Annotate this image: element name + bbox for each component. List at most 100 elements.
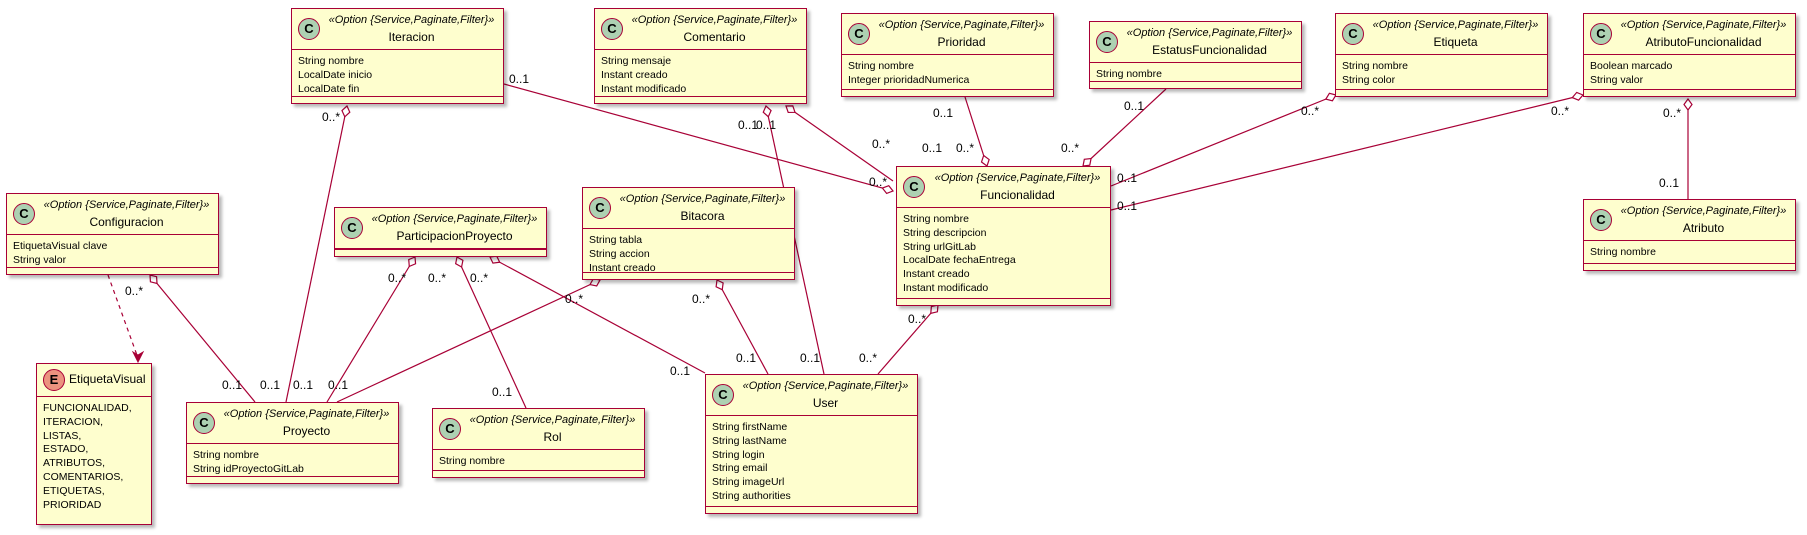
class-attribute: PRIORIDAD xyxy=(43,498,102,511)
dependency-arrowhead xyxy=(131,350,145,364)
class-attribute: LocalDate fechaEntrega xyxy=(903,254,1016,267)
class-badge-icon: C xyxy=(298,18,320,40)
multiplicity-label: 0..1 xyxy=(260,378,281,392)
multiplicity-label: 0..1 xyxy=(800,351,821,365)
class-header: C«Option {Service,Paginate,Filter}»Bitac… xyxy=(583,188,794,229)
class-name: Comentario xyxy=(683,30,746,44)
class-header: C«Option {Service,Paginate,Filter}»Itera… xyxy=(292,9,503,50)
class-header: C«Option {Service,Paginate,Filter}»Parti… xyxy=(335,208,546,249)
class-attribute: String authorities xyxy=(712,489,791,502)
dependency-line xyxy=(107,274,139,359)
methods-separator xyxy=(1336,89,1547,90)
class-attribute: String mensaje xyxy=(601,55,672,67)
class-attribute: EtiquetaVisual clave xyxy=(13,240,108,252)
class-participacion: C«Option {Service,Paginate,Filter}»Parti… xyxy=(334,207,547,257)
multiplicity-label: 0..1 xyxy=(756,118,777,132)
methods-separator xyxy=(706,506,917,507)
class-stereotype: «Option {Service,Paginate,Filter}» xyxy=(223,408,390,420)
multiplicity-label: 0..* xyxy=(872,137,891,151)
class-atributo-funcionalidad: C«Option {Service,Paginate,Filter}»Atrib… xyxy=(1583,13,1796,97)
association-line xyxy=(765,105,825,375)
aggregation-diamond xyxy=(881,184,894,195)
class-bitacora: C«Option {Service,Paginate,Filter}»Bitac… xyxy=(582,187,795,280)
class-attribute: String accion xyxy=(589,247,650,260)
class-badge-icon: C xyxy=(1096,31,1118,53)
class-name: ParticipacionProyecto xyxy=(396,229,513,243)
multiplicity-label: 0..1 xyxy=(922,141,943,155)
class-iteracion: C«Option {Service,Paginate,Filter}»Itera… xyxy=(291,8,504,104)
multiplicity-label: 0..* xyxy=(1061,141,1080,155)
methods-separator xyxy=(1584,89,1795,90)
aggregation-diamond xyxy=(454,256,464,268)
aggregation-diamond xyxy=(408,256,417,268)
class-attribute: LocalDate fin xyxy=(298,82,360,95)
class-attribute: Instant modificado xyxy=(903,281,989,294)
class-attribute: String nombre xyxy=(903,213,969,225)
methods-separator xyxy=(187,476,398,477)
aggregation-diamond xyxy=(1571,91,1584,101)
class-attribute: ETIQUETAS, xyxy=(43,484,105,497)
class-attribute: ATRIBUTOS, xyxy=(43,457,106,470)
multiplicity-label: 0..* xyxy=(908,312,927,326)
class-header: C«Option {Service,Paginate,Filter}»User xyxy=(706,375,917,416)
multiplicity-label: 0..1 xyxy=(1117,199,1138,213)
association-line xyxy=(336,279,601,403)
class-estatus: C«Option {Service,Paginate,Filter}»Estat… xyxy=(1089,21,1302,89)
methods-separator xyxy=(433,470,644,471)
class-attribute: String descripcion xyxy=(903,226,987,239)
class-badge-icon: C xyxy=(439,418,461,440)
association-line xyxy=(285,105,348,403)
class-prioridad: C«Option {Service,Paginate,Filter}»Prior… xyxy=(841,13,1054,97)
multiplicity-label: 0..1 xyxy=(933,106,954,120)
methods-separator xyxy=(1584,263,1795,264)
class-attribute: ESTADO, xyxy=(43,443,89,456)
class-name: Funcionalidad xyxy=(980,188,1055,202)
multiplicity-label: 0..* xyxy=(428,271,447,285)
class-stereotype: «Option {Service,Paginate,Filter}» xyxy=(1620,205,1787,217)
class-attribute: String idProyectoGitLab xyxy=(193,462,304,475)
class-attribute: Integer prioridadNumerica xyxy=(848,73,970,86)
association-line xyxy=(1082,88,1167,167)
multiplicity-label: 0..1 xyxy=(670,364,691,378)
class-name: Prioridad xyxy=(937,35,986,49)
class-name: Bitacora xyxy=(680,209,725,223)
class-name: AtributoFuncionalidad xyxy=(1645,35,1762,49)
multiplicity-label: 0..1 xyxy=(738,118,759,132)
aggregation-diamond xyxy=(762,105,772,118)
class-badge-icon: C xyxy=(1590,23,1612,45)
multiplicity-label: 0..* xyxy=(956,141,975,155)
association-line xyxy=(489,256,706,374)
multiplicity-label: 0..1 xyxy=(492,385,513,399)
class-attribute: Instant creado xyxy=(589,261,656,274)
class-header: C«Option {Service,Paginate,Filter}»Atrib… xyxy=(1584,200,1795,241)
class-attributes: String nombre xyxy=(433,450,644,469)
class-attribute: String imageUrl xyxy=(712,476,785,489)
class-badge-icon: C xyxy=(589,197,611,219)
class-name: Etiqueta xyxy=(1433,35,1478,49)
class-stereotype: «Option {Service,Paginate,Filter}» xyxy=(934,172,1101,184)
aggregation-diamond xyxy=(489,255,501,264)
association-line xyxy=(716,279,769,375)
multiplicity-label: 0..* xyxy=(470,271,489,285)
class-attribute: Boolean marcado xyxy=(1590,60,1673,72)
class-attribute: String email xyxy=(712,462,768,475)
association-line xyxy=(326,256,416,403)
aggregation-diamond xyxy=(980,154,990,167)
class-funcionalidad: C«Option {Service,Paginate,Filter}»Funci… xyxy=(896,166,1111,306)
class-name: Proyecto xyxy=(282,424,331,438)
class-attribute: COMENTARIOS, xyxy=(43,470,124,483)
class-header: C«Option {Service,Paginate,Filter}»Proye… xyxy=(187,403,398,444)
association-line xyxy=(877,304,939,375)
methods-separator xyxy=(842,89,1053,90)
class-attribute: String nombre xyxy=(1590,246,1656,258)
association-line xyxy=(1110,94,1337,187)
aggregation-diamond xyxy=(1082,157,1092,167)
